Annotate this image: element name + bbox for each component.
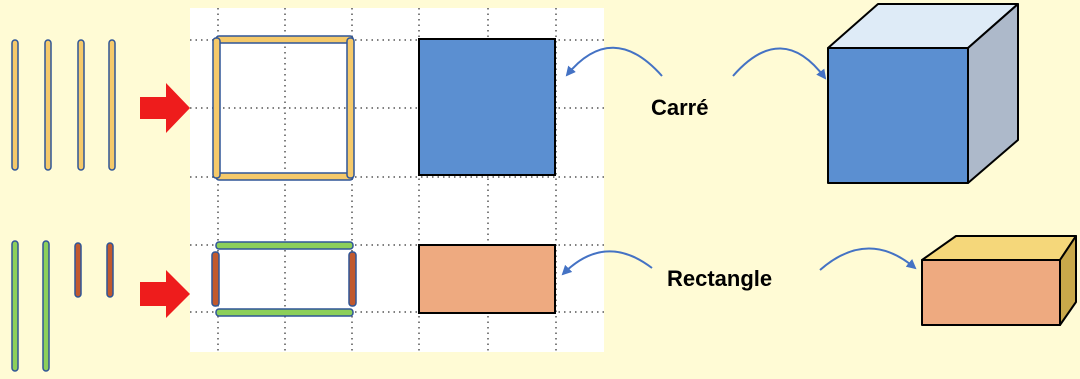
yellow-stick <box>77 39 85 171</box>
stick-square <box>212 35 355 181</box>
stick-rectangle <box>211 241 357 317</box>
yellow-stick <box>11 39 19 171</box>
curved-arrow <box>819 247 917 271</box>
red-right-arrow <box>140 83 190 133</box>
brown-stick <box>106 242 114 298</box>
red-right-arrow <box>140 270 190 318</box>
yellow-stick <box>108 39 116 171</box>
brown-stick <box>74 242 82 298</box>
cube <box>827 3 1019 184</box>
green-stick <box>42 240 50 372</box>
curved-arrow <box>565 46 663 77</box>
orange-rectangle <box>418 244 556 314</box>
green-brown-sticks <box>11 240 114 372</box>
yellow-stick <box>44 39 52 171</box>
curved-arrow <box>732 47 827 80</box>
yellow-sticks <box>11 39 116 171</box>
green-stick <box>11 240 19 372</box>
blue-square <box>418 38 556 176</box>
rectangular-prism <box>921 235 1077 326</box>
rectangle-label: Rectangle <box>667 266 773 291</box>
curved-arrow <box>561 250 653 276</box>
square-label: Carré <box>651 95 709 120</box>
